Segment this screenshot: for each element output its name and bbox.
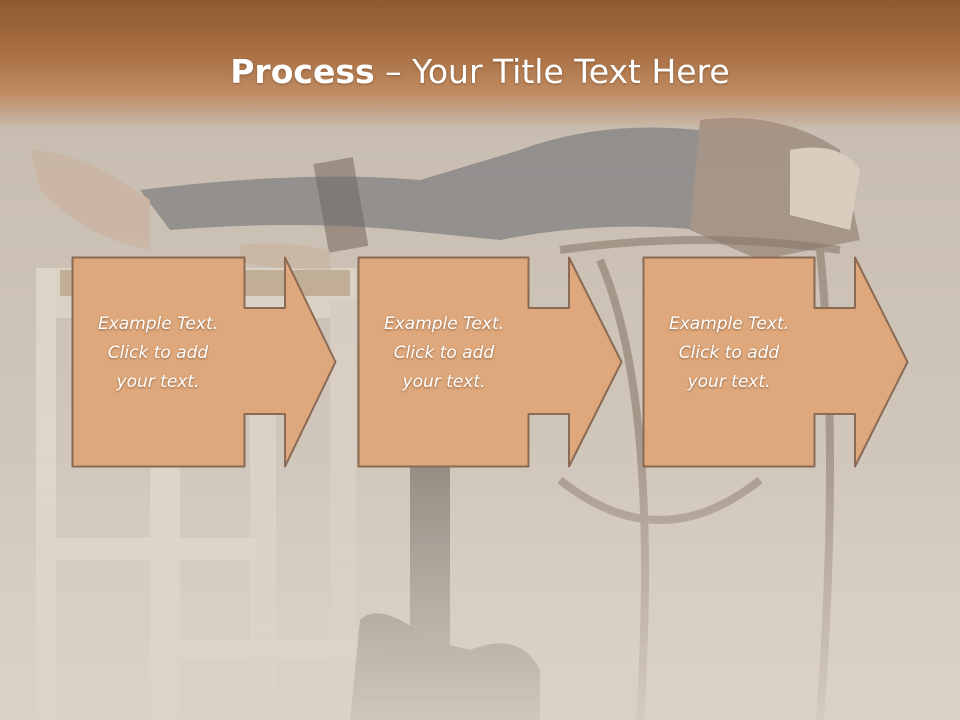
step-shape-3 xyxy=(642,256,909,468)
step-shape-2 xyxy=(357,256,623,468)
process-step-1[interactable]: Example Text. Click to add your text. xyxy=(71,256,351,468)
title-band xyxy=(0,0,960,130)
step-line: Click to add xyxy=(107,343,209,363)
step-line: your text. xyxy=(687,372,771,392)
step-line: Example Text. xyxy=(668,314,790,334)
step-line: Click to add xyxy=(678,343,780,363)
title-rest: Your Title Text Here xyxy=(412,52,730,91)
step-line: Click to add xyxy=(393,343,495,363)
title-bold: Process xyxy=(230,52,375,91)
process-step-2[interactable]: Example Text. Click to add your text. xyxy=(357,256,637,468)
step-text-3: Example Text. Click to add your text. xyxy=(646,310,812,397)
step-shape-1 xyxy=(71,256,337,468)
title-separator: – xyxy=(374,52,413,91)
step-line: your text. xyxy=(116,372,200,392)
person-illustration xyxy=(30,118,860,270)
step-line: your text. xyxy=(402,372,486,392)
step-text-2: Example Text. Click to add your text. xyxy=(361,310,527,397)
step-line: Example Text. xyxy=(97,314,219,334)
slide-title[interactable]: Process – Your Title Text Here xyxy=(0,52,960,91)
step-line: Example Text. xyxy=(383,314,505,334)
step-text-1: Example Text. Click to add your text. xyxy=(75,310,241,397)
process-step-3[interactable]: Example Text. Click to add your text. xyxy=(642,256,922,468)
